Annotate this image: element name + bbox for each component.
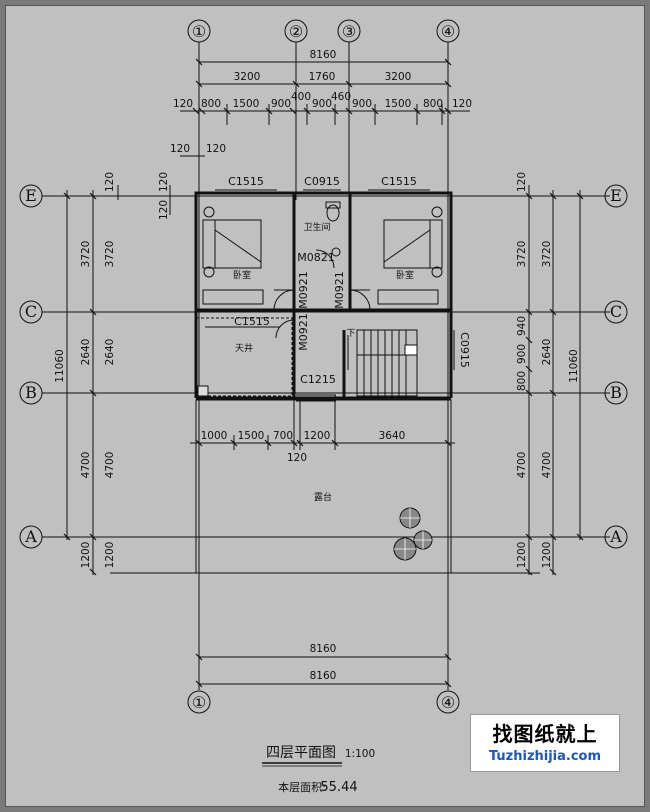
dim-right-detail: 940 bbox=[516, 316, 528, 336]
dim-top-row2: 1760 bbox=[309, 71, 336, 83]
dim-left-detail: 4700 bbox=[104, 452, 116, 479]
axis-label-c-right: C bbox=[610, 302, 622, 321]
dim-right-outer: 11060 bbox=[568, 349, 580, 382]
dim-mid-row: 1500 bbox=[238, 430, 265, 442]
room-bathroom: 卫生间 bbox=[303, 221, 330, 233]
dim-top-row3: 120 bbox=[452, 98, 472, 110]
axis-label-1-bottom: ① bbox=[192, 693, 206, 712]
stair-direction: 下 bbox=[346, 329, 355, 339]
door-label: M0921 bbox=[297, 271, 310, 309]
watermark-logo: 找图纸就上 Tuzhizhijia.com bbox=[470, 714, 620, 772]
window-label: C1215 bbox=[300, 373, 336, 386]
axis-label-b-left: B bbox=[25, 383, 37, 402]
axis-label-4-bottom: ④ bbox=[441, 693, 455, 712]
dim-right-inner: 2640 bbox=[541, 339, 553, 366]
dim-right-inner: 4700 bbox=[541, 452, 553, 479]
dim-top-row3: 900 bbox=[352, 98, 372, 110]
dim-left-inner: 4700 bbox=[80, 452, 92, 479]
dim-top-row3: 900 bbox=[312, 98, 332, 110]
dim-right-detail: 4700 bbox=[516, 452, 528, 479]
dim-overall-top: 8160 bbox=[310, 49, 337, 61]
dim-left-120: 120 bbox=[158, 200, 170, 220]
axis-label-a-right: A bbox=[609, 527, 622, 546]
dim-top-row3: 900 bbox=[271, 98, 291, 110]
axis-label-3-top: ③ bbox=[342, 22, 356, 41]
dim-extra-400: 400 bbox=[291, 91, 311, 103]
dim-top-row3: 120 bbox=[173, 98, 193, 110]
drawing-sheet: ① ② ③ ④ ① ④ E C B A E C B A 8160 3200 17… bbox=[5, 5, 645, 807]
dim-left-120: 120 bbox=[158, 172, 170, 192]
dim-top-row3: 800 bbox=[423, 98, 443, 110]
dim-small-120: 120 bbox=[170, 143, 190, 155]
window-label: C1515 bbox=[381, 175, 417, 188]
watermark-text-cn: 找图纸就上 bbox=[492, 722, 598, 746]
plan-scale: 1:100 bbox=[345, 748, 375, 760]
axis-label-b-right: B bbox=[610, 383, 622, 402]
dim-small-120: 120 bbox=[206, 143, 226, 155]
room-bedroom-right: 卧室 bbox=[396, 269, 414, 281]
dim-extra-460: 460 bbox=[331, 91, 351, 103]
dim-right-inner: 3720 bbox=[541, 241, 553, 268]
window-label: C0915 bbox=[304, 175, 340, 188]
dim-mid-row: 700 bbox=[273, 430, 293, 442]
tree-symbols bbox=[393, 507, 433, 561]
door-label: M0921 bbox=[297, 313, 310, 351]
dim-right-detail: 120 bbox=[516, 172, 528, 192]
dim-left-inner: 2640 bbox=[80, 339, 92, 366]
dim-mid-row: 3640 bbox=[379, 430, 406, 442]
dim-left-detail: 2640 bbox=[104, 339, 116, 366]
dim-left-detail: 3720 bbox=[104, 241, 116, 268]
dim-right-detail: 3720 bbox=[516, 241, 528, 268]
dim-left-120: 120 bbox=[104, 172, 116, 192]
dim-left-outer: 11060 bbox=[54, 349, 66, 382]
area-value: 55.44 bbox=[320, 780, 357, 795]
room-bedroom-left: 卧室 bbox=[233, 269, 251, 281]
watermark-text-en: Tuzhizhijia.com bbox=[488, 749, 602, 764]
room-terrace: 露台 bbox=[314, 491, 332, 503]
axis-label-c-left: C bbox=[25, 302, 37, 321]
door-label: M0821 bbox=[297, 251, 335, 264]
dim-mid-below: 120 bbox=[287, 452, 307, 464]
dim-mid-row: 1200 bbox=[304, 430, 331, 442]
floor-plan-drawing: ① ② ③ ④ ① ④ E C B A E C B A 8160 3200 17… bbox=[19, 19, 628, 795]
door-label: M0921 bbox=[333, 271, 346, 309]
window-label: C1515 bbox=[234, 315, 270, 328]
dim-top-row3: 1500 bbox=[385, 98, 412, 110]
area-label: 本层面积: bbox=[278, 780, 326, 794]
window-label: C0915 bbox=[458, 332, 471, 368]
dim-top-row2: 3200 bbox=[234, 71, 261, 83]
dim-right-detail: 1200 bbox=[516, 542, 528, 569]
dim-mid-row: 1000 bbox=[201, 430, 228, 442]
dim-bottom-1: 8160 bbox=[310, 643, 337, 655]
axis-label-1-top: ① bbox=[192, 22, 206, 41]
dim-right-inner: 1200 bbox=[541, 542, 553, 569]
dim-left-detail: 1200 bbox=[104, 542, 116, 569]
axis-label-2-top: ② bbox=[289, 22, 303, 41]
window-label: C1515 bbox=[228, 175, 264, 188]
dim-left-inner: 3720 bbox=[80, 241, 92, 268]
dim-left-inner: 1200 bbox=[80, 542, 92, 569]
plan-title: 四层平面图 bbox=[266, 745, 336, 761]
dim-right-detail: 900 bbox=[516, 344, 528, 364]
axis-label-a-left: A bbox=[24, 527, 37, 546]
dim-top-row2: 3200 bbox=[385, 71, 412, 83]
dim-top-row3: 800 bbox=[201, 98, 221, 110]
axis-label-e-right: E bbox=[610, 186, 622, 205]
dim-bottom-2: 8160 bbox=[310, 670, 337, 682]
dim-right-detail: 800 bbox=[516, 371, 528, 391]
axis-label-e-left: E bbox=[25, 186, 37, 205]
axis-label-4-top: ④ bbox=[441, 22, 455, 41]
dim-top-row3: 1500 bbox=[233, 98, 260, 110]
room-skylight: 天井 bbox=[235, 342, 253, 354]
